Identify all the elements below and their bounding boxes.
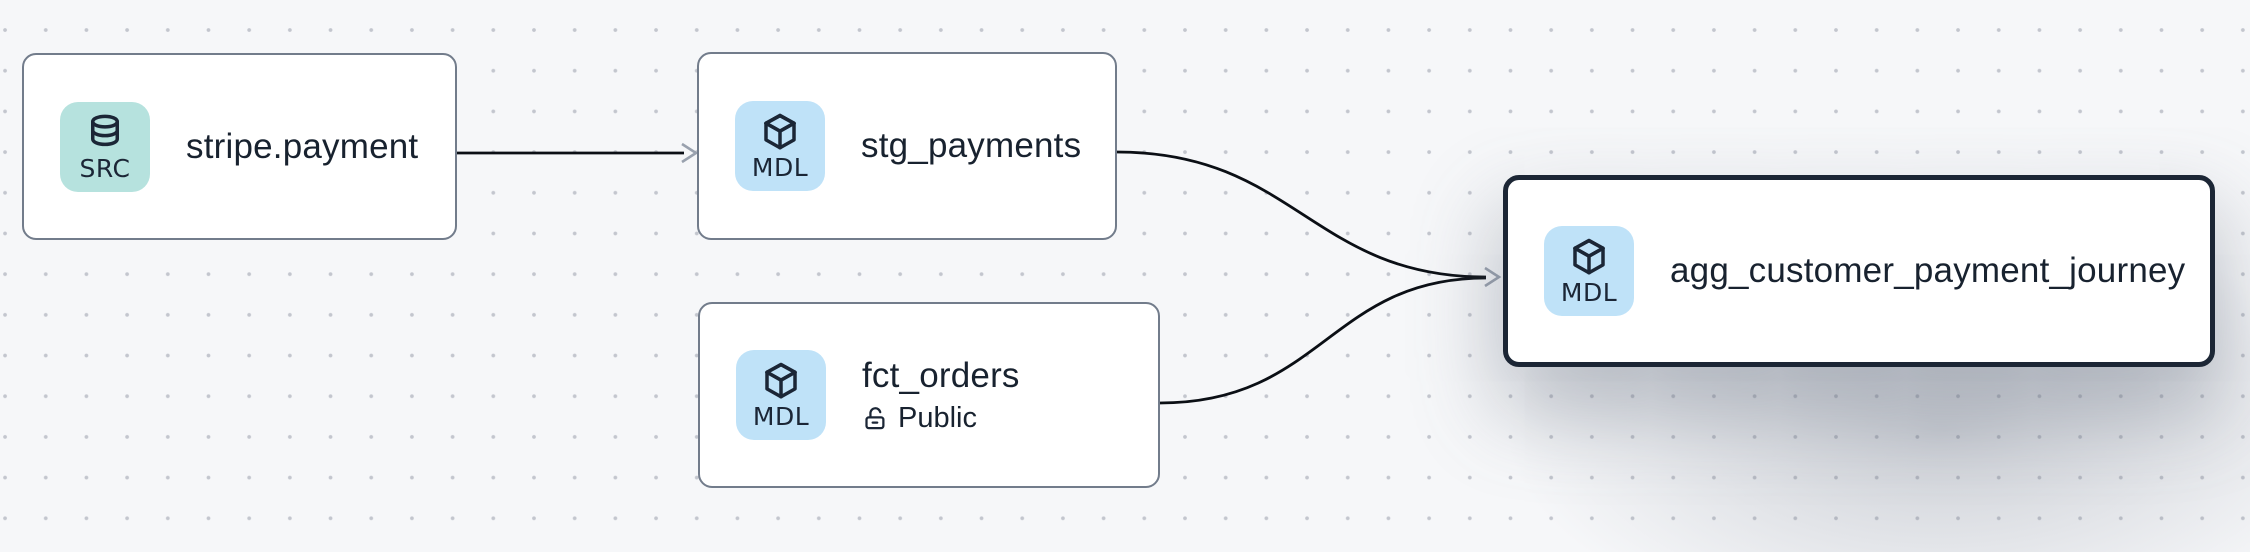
badge-label: MDL	[1560, 278, 1618, 307]
model-type-badge: MDL	[736, 350, 826, 440]
access-row: Public	[862, 402, 1020, 435]
badge-label: MDL	[752, 402, 810, 431]
model-type-badge: MDL	[735, 101, 825, 191]
edge-fct-orders-to-agg-journey	[1159, 276, 1487, 405]
node-agg-customer-payment-journey[interactable]: MDL agg_customer_payment_journey	[1503, 175, 2215, 367]
badge-label: SRC	[79, 153, 131, 183]
node-label: stripe.payment	[186, 126, 419, 166]
node-label: fct_orders	[862, 355, 1020, 395]
cube-icon	[765, 362, 797, 399]
cube-icon	[1573, 238, 1605, 275]
arrowhead-icon	[681, 142, 699, 164]
node-label: agg_customer_payment_journey	[1670, 251, 2186, 290]
access-label: Public	[898, 401, 977, 434]
model-type-badge: MDL	[1544, 226, 1634, 316]
database-icon	[91, 114, 119, 146]
unlock-icon	[865, 406, 885, 429]
arrowhead-icon	[1484, 266, 1502, 288]
node-label: stg_payments	[861, 126, 1082, 165]
node-fct-orders[interactable]: MDL fct_orders Public	[698, 302, 1160, 488]
node-stripe-payment[interactable]: SRC stripe.payment	[22, 53, 457, 240]
badge-label: MDL	[751, 153, 809, 182]
cube-icon	[764, 113, 796, 150]
edge-stg-payments-to-agg-journey	[1116, 150, 1487, 279]
node-stg-payments[interactable]: MDL stg_payments	[697, 52, 1117, 240]
source-type-badge: SRC	[60, 101, 150, 192]
